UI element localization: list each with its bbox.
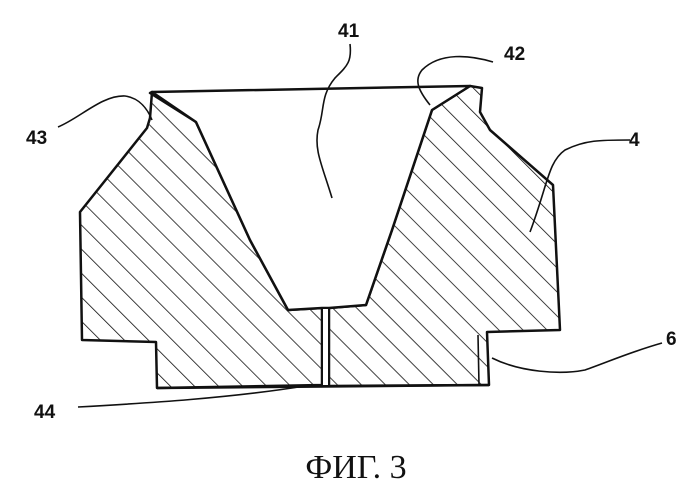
label-41: 41	[338, 21, 360, 42]
leader-43	[58, 96, 152, 127]
label-6: 6	[666, 329, 677, 350]
figure-caption: ФИГ. 3	[305, 449, 406, 486]
center-channel	[322, 308, 329, 386]
label-43: 43	[26, 128, 47, 149]
label-44: 44	[34, 402, 56, 423]
label-42: 42	[504, 44, 525, 65]
boss-inner-line	[478, 335, 479, 385]
leader-44	[78, 386, 305, 407]
label-4: 4	[629, 130, 640, 151]
leader-6	[492, 343, 662, 372]
